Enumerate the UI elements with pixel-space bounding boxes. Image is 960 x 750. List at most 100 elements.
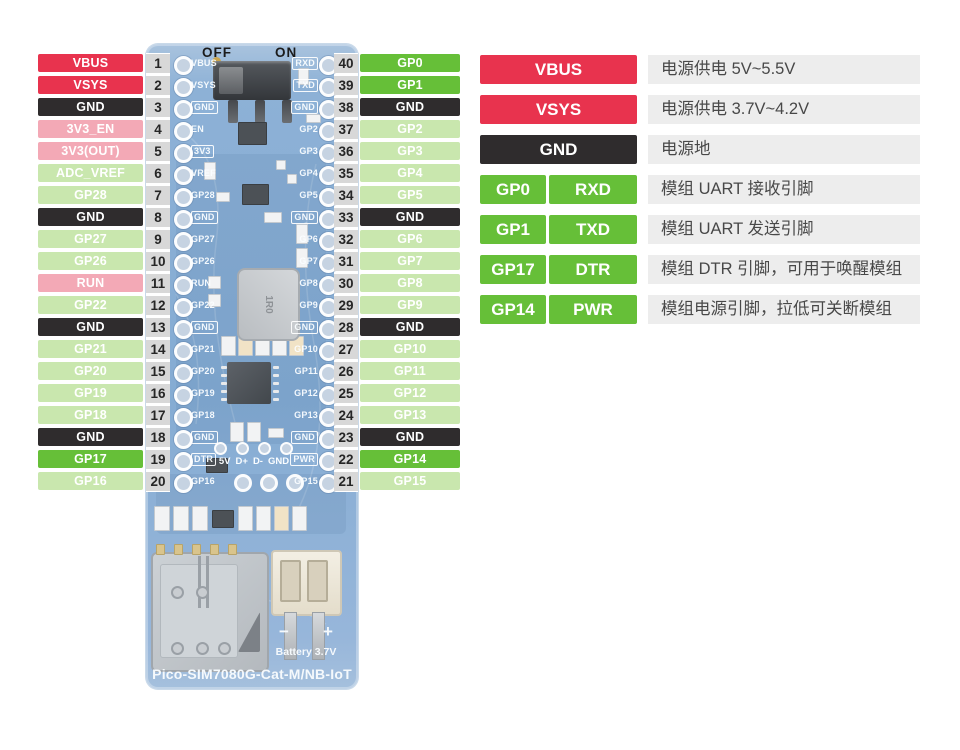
silkscreen-text: GP8 (299, 278, 318, 288)
silkscreen-label: GND (246, 431, 318, 444)
legend-description: 电源供电 5V~5.5V (648, 55, 920, 84)
sim-contact-dot (171, 586, 184, 599)
legend-badge-TXD: TXD (549, 215, 637, 244)
pin-label-GP19: GP19 (38, 384, 143, 402)
silkscreen-label: GP22 (191, 299, 215, 312)
pin-pad (174, 78, 193, 97)
silkscreen-text: GP19 (191, 388, 215, 398)
silkscreen-text: GND (191, 321, 218, 334)
sim-contact-dot (218, 642, 231, 655)
legend-description: 模组 UART 发送引脚 (648, 215, 920, 244)
silkscreen-text: GP10 (294, 344, 318, 354)
chip-pin (221, 390, 227, 393)
main-chip (227, 362, 271, 404)
silkscreen-label: GND (246, 211, 318, 224)
smd-component (173, 506, 189, 531)
silkscreen-label: GND (191, 101, 218, 114)
smd-component (296, 224, 308, 244)
silkscreen-text: GP20 (191, 366, 215, 376)
silkscreen-text: GP9 (299, 300, 318, 310)
silkscreen-label: RUN (191, 277, 211, 290)
chip-pin (273, 366, 279, 369)
battery-voltage-label: Battery 3.7V (275, 646, 337, 658)
pin-number: 17 (146, 406, 170, 425)
pin-number: 12 (146, 296, 170, 315)
sim-slot-pin (228, 544, 237, 555)
sim-slot-pin (192, 544, 201, 555)
chip-pin (273, 374, 279, 377)
silkscreen-label: GP2 (246, 123, 318, 136)
silkscreen-label: GND (191, 211, 218, 224)
chip-pin (273, 390, 279, 393)
pin-number: 3 (146, 98, 170, 117)
silkscreen-label: GP19 (191, 387, 215, 400)
silkscreen-label: GP6 (246, 233, 318, 246)
pin-number: 24 (334, 406, 358, 425)
pin-number: 16 (146, 384, 170, 403)
legend-badge-VSYS: VSYS (480, 95, 637, 124)
legend-badge-RXD: RXD (549, 175, 637, 204)
silkscreen-text: GP18 (191, 410, 215, 420)
pin-number: 20 (146, 472, 170, 491)
pin-label-GND: GND (360, 98, 460, 116)
sim-contact-dot (196, 586, 209, 599)
pin-number: 27 (334, 340, 358, 359)
pin-number: 36 (334, 142, 358, 161)
silkscreen-label: GP8 (246, 277, 318, 290)
pin-number: 35 (334, 164, 358, 183)
pin-label-GP13: GP13 (360, 406, 460, 424)
smd-component (208, 276, 221, 289)
pin-label-GP5: GP5 (360, 186, 460, 204)
chip-pin (273, 398, 279, 401)
pin-pad (174, 342, 193, 361)
pin-pad (174, 122, 193, 141)
pin-label-GP16: GP16 (38, 472, 143, 490)
pin-label-GP20: GP20 (38, 362, 143, 380)
silkscreen-text: PWR (290, 453, 318, 466)
silkscreen-text: GP13 (294, 410, 318, 420)
silkscreen-text: GP21 (191, 344, 215, 354)
silkscreen-text: VBUS (191, 58, 217, 68)
silkscreen-label: GP15 (246, 475, 318, 488)
pin-label-GP3: GP3 (360, 142, 460, 160)
silkscreen-text: GP3 (299, 146, 318, 156)
smd-component (212, 510, 234, 528)
smd-component (292, 506, 307, 531)
pin-pad (174, 188, 193, 207)
pin-number: 22 (334, 450, 358, 469)
pin-number: 13 (146, 318, 170, 337)
legend-badge-PWR: PWR (549, 295, 637, 324)
silkscreen-text: GP26 (191, 256, 215, 266)
legend-badge-GND: GND (480, 135, 637, 164)
silkscreen-text: GND (191, 211, 218, 224)
silkscreen-text: GP16 (191, 476, 215, 486)
legend-badges: VBUS (480, 55, 637, 84)
silkscreen-label: DTR (191, 453, 217, 466)
pin-pad (174, 364, 193, 383)
pin-label-GP26: GP26 (38, 252, 143, 270)
silkscreen-text: DTR (191, 453, 217, 466)
battery-plus-mark: + (323, 622, 333, 641)
silkscreen-label: VREF (191, 167, 216, 180)
sim-slot-pin (156, 544, 165, 555)
switch-on-label: ON (275, 45, 298, 60)
pin-number: 14 (146, 340, 170, 359)
smd-component (296, 248, 308, 268)
pin-label-GP22: GP22 (38, 296, 143, 314)
pin-number: 29 (334, 296, 358, 315)
legend-row: VBUS 电源供电 5V~5.5V (480, 55, 920, 84)
pin-label-GND: GND (38, 318, 143, 336)
legend-badge-VBUS: VBUS (480, 55, 637, 84)
sim-contact-dot (171, 642, 184, 655)
pin-label-GP17: GP17 (38, 450, 143, 468)
smd-component (192, 506, 208, 531)
pin-pad (174, 232, 193, 251)
pin-number: 26 (334, 362, 358, 381)
silkscreen-text: EN (191, 124, 204, 134)
silkscreen-text: RXD (292, 57, 318, 70)
silkscreen-label: RXD (246, 57, 318, 70)
